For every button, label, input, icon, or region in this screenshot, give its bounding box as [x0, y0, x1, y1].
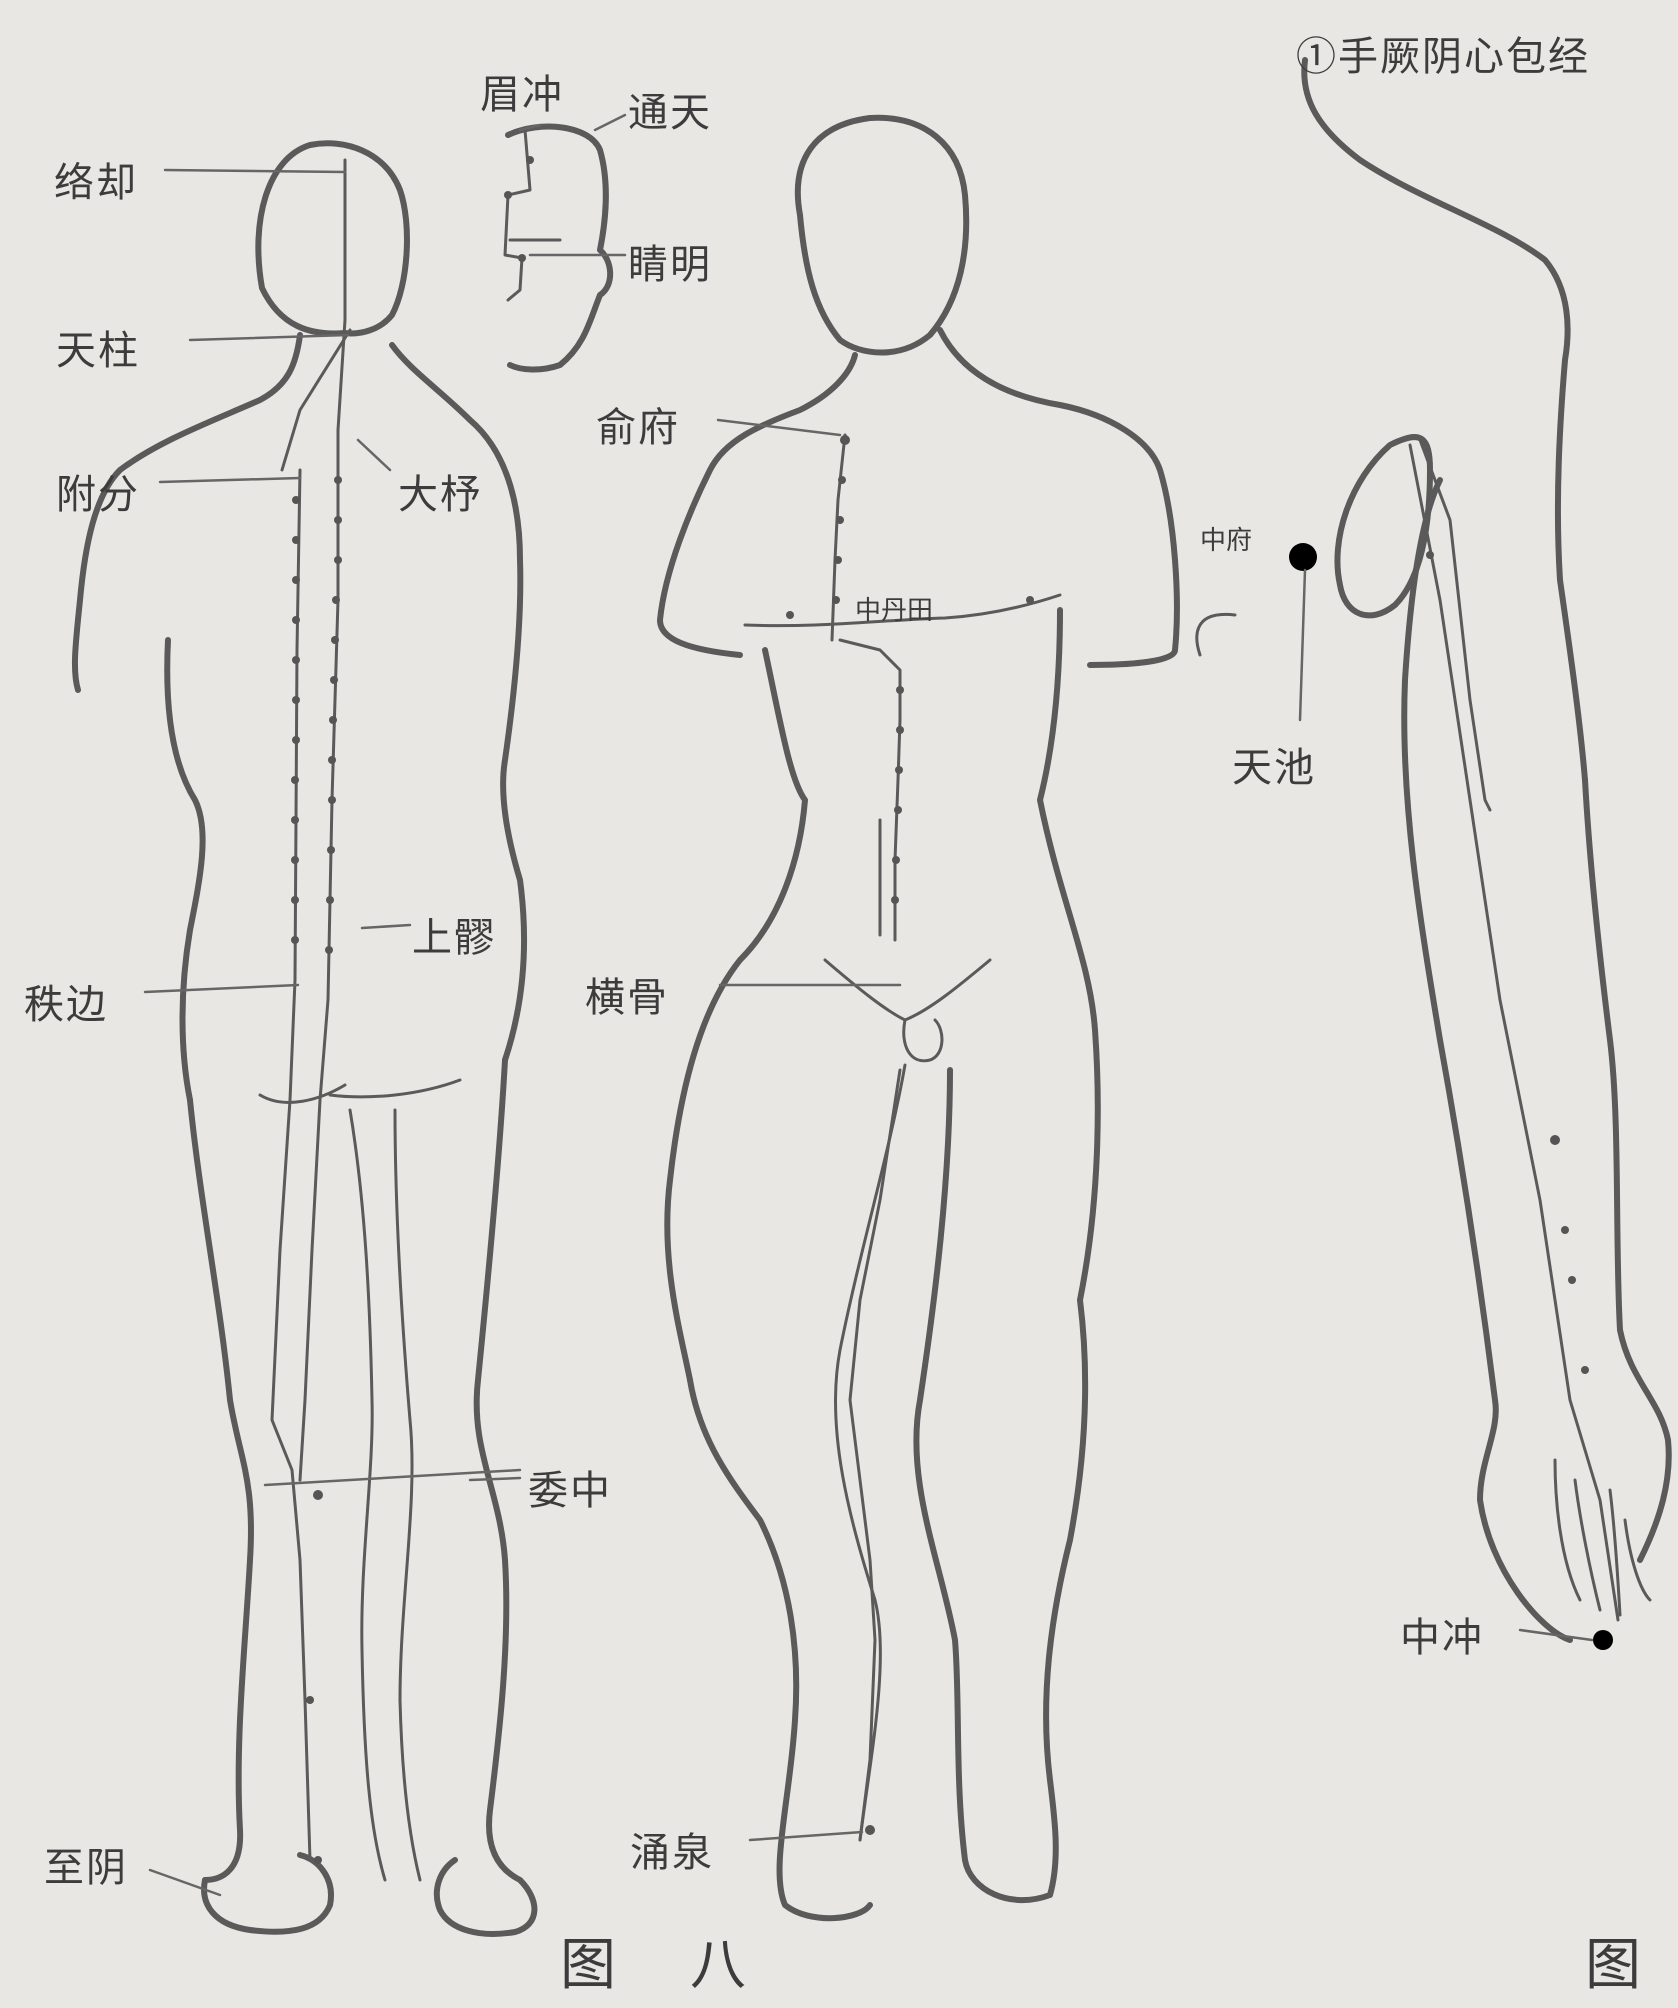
- label-zhongchong: 中冲: [1400, 1605, 1484, 1663]
- figure-caption-left-2: 八: [690, 1920, 746, 2001]
- label-tongtian: 通天: [628, 80, 712, 138]
- front-figure-torso: [667, 610, 1098, 1380]
- label-tianchi: 天池: [1232, 735, 1316, 793]
- head-profile-outline: [508, 127, 610, 370]
- label-meichong: 眉冲: [480, 62, 564, 120]
- front-figure-meridian-chest: [832, 435, 845, 640]
- label-tianzhu: 天柱: [56, 318, 140, 376]
- back-figure: [75, 143, 534, 1934]
- head-profile: [504, 127, 610, 370]
- meridian-title: ①手厥阴心包经: [1296, 24, 1590, 82]
- figure-caption-left-1: 图: [560, 1920, 616, 2001]
- label-shufu: 俞府: [596, 395, 680, 453]
- back-figure-inner-legs: [350, 1110, 420, 1880]
- back-figure-left-leg: [190, 1100, 251, 1880]
- back-figure-meridian-outer: [272, 470, 310, 1860]
- label-dazhu: 大杼: [398, 462, 482, 520]
- back-figure-knee-line: [265, 1470, 520, 1485]
- front-figure-right-leg: [916, 1070, 1085, 1900]
- arm-meridian-outer-curve: [1304, 60, 1585, 780]
- arm-outline-inner: [1585, 780, 1669, 1560]
- label-luoque: 络却: [54, 150, 138, 208]
- label-zhiyin: 至阴: [44, 1835, 128, 1893]
- front-figure-groin: [825, 960, 990, 1061]
- label-shangliao: 上髎: [412, 905, 496, 963]
- zhongfu-ring-icon: [1289, 543, 1317, 571]
- back-figure-feet: [204, 1855, 534, 1934]
- label-weizhong: 委中: [528, 1458, 612, 1516]
- zhongchong-ring-icon: [1593, 1630, 1613, 1650]
- back-figure-meridian-inner: [300, 160, 345, 1480]
- back-figure-left-side: [167, 640, 202, 1100]
- label-yongquan: 涌泉: [630, 1820, 714, 1878]
- front-figure-head: [798, 118, 966, 353]
- label-hengu: 横骨: [585, 965, 669, 1023]
- label-fufen: 附分: [56, 462, 140, 520]
- label-jingming: 睛明: [628, 232, 712, 290]
- label-zhongdan: 中丹田: [855, 590, 933, 627]
- label-zhongfu: 中府: [1200, 520, 1252, 557]
- arm-shoulder-arrow: [1197, 614, 1235, 655]
- front-figure: [660, 118, 1177, 1918]
- arm-outline-outer: [1404, 480, 1570, 1640]
- head-profile-meridian: [505, 130, 530, 300]
- figure-caption-right: 图: [1585, 1920, 1641, 2001]
- label-zhibian: 秩边: [24, 972, 108, 1030]
- arm-hand-fingers: [1555, 1460, 1650, 1615]
- front-figure-acupoints: [786, 435, 1034, 1835]
- arm-figure: [1197, 60, 1669, 1650]
- front-figure-meridian-abdomen: [840, 640, 900, 940]
